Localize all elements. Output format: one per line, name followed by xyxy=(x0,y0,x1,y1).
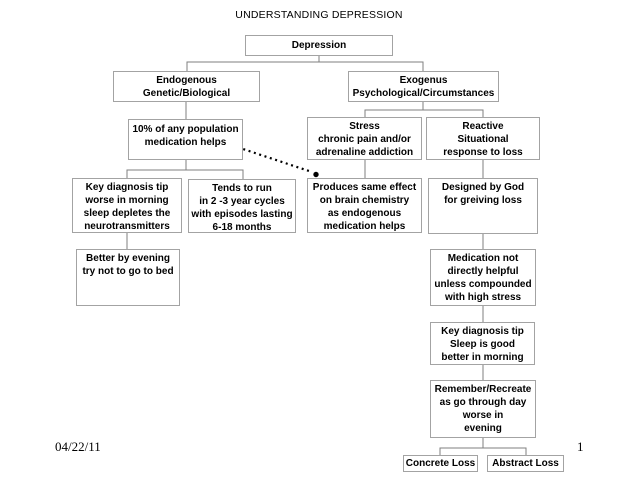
node-medication-not-helpful: Medication not directly helpful unless c… xyxy=(430,249,536,306)
node-remember-recreate: Remember/Recreate as go through day wors… xyxy=(430,380,536,438)
node-designed-by-god: Designed by God for greiving loss xyxy=(428,178,538,234)
node-key-diagnosis-morning: Key diagnosis tip worse in morning sleep… xyxy=(72,178,182,233)
node-exogenus: Exogenus Psychological/Circumstances xyxy=(348,71,499,102)
connector-depression-rail xyxy=(186,61,424,71)
node-produces-same-effect: Produces same effect on brain chemistry … xyxy=(307,178,422,233)
slide-page-number: 1 xyxy=(577,439,584,454)
node-abstract-loss: Abstract Loss xyxy=(487,455,564,472)
node-ten-percent: 10% of any population medication helps xyxy=(128,119,243,160)
node-better-by-evening: Better by evening try not to go to bed xyxy=(76,249,180,306)
connector-exogenus-rail xyxy=(364,109,484,117)
slide-title: UNDERSTANDING DEPRESSION xyxy=(235,9,403,21)
node-reactive: Reactive Situational response to loss xyxy=(426,117,540,160)
slide-date: 04/22/11 xyxy=(55,439,101,454)
node-tends-to-run: Tends to run in 2 -3 year cycles with ep… xyxy=(188,179,296,233)
dotted-arrow-head-end xyxy=(313,171,319,178)
node-endogenous: Endogenous Genetic/Biological xyxy=(113,71,260,102)
connector-loss-rail xyxy=(439,447,527,455)
node-concrete-loss: Concrete Loss xyxy=(403,455,478,472)
node-depression: Depression xyxy=(245,35,393,56)
node-stress: Stress chronic pain and/or adrenaline ad… xyxy=(307,117,422,160)
node-key-diagnosis-sleep: Key diagnosis tip Sleep is good better i… xyxy=(430,322,535,365)
